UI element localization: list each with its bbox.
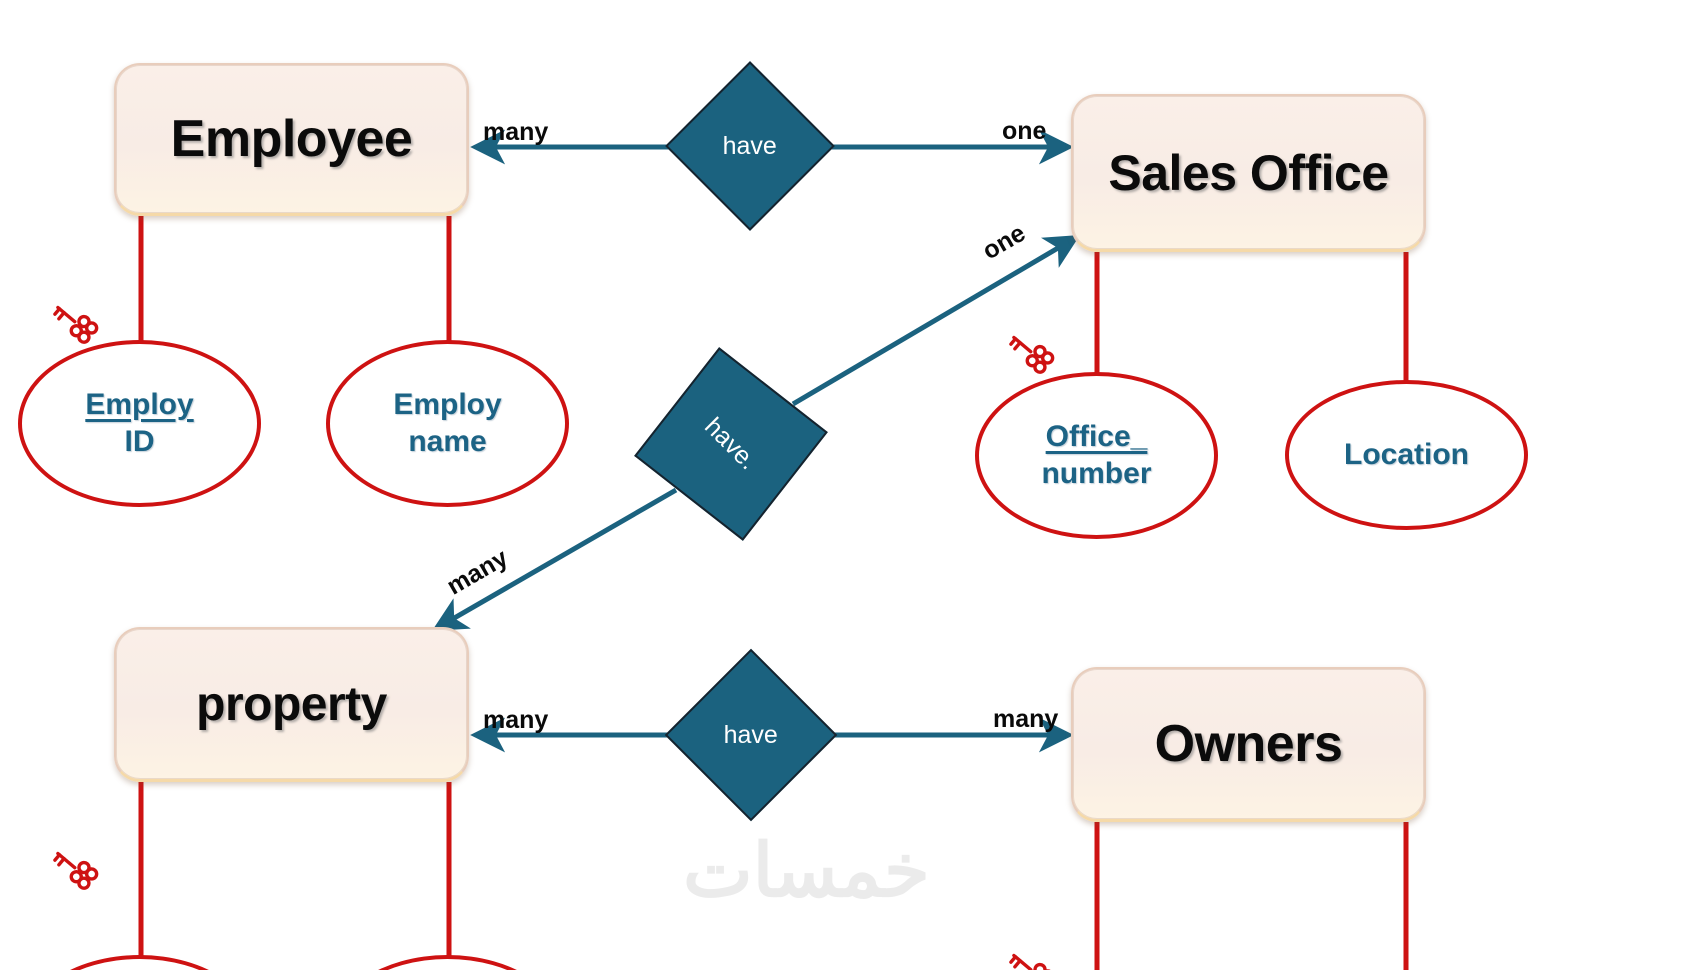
key-icon — [1009, 335, 1055, 374]
attribute-employ-id[interactable]: Employ ID — [18, 340, 261, 507]
entity-property[interactable]: property — [114, 627, 469, 782]
attribute-employ-name-line2: name — [408, 424, 487, 458]
relationship-have-property-owners[interactable]: have — [664, 648, 838, 822]
attribute-employ-id-line1: Employ — [85, 387, 194, 421]
attribute-office-number[interactable]: Office_ number — [975, 372, 1218, 539]
relationship-have-employee-sales-office[interactable]: have — [665, 61, 835, 231]
attribute-location[interactable]: Location — [1285, 380, 1528, 530]
attribute-office-number-line2: number — [1041, 456, 1152, 490]
entity-owners[interactable]: Owners — [1071, 667, 1426, 822]
attribute-office-number-line1: Office_ — [1045, 419, 1148, 453]
relationship-have-label: have — [722, 131, 778, 160]
key-icon — [53, 305, 99, 344]
entity-property-label: property — [196, 677, 387, 731]
cardinality-employee-many: many — [483, 118, 549, 146]
cardinality-property-many-diagonal: many — [442, 543, 513, 601]
attribute-property-attr[interactable] — [326, 955, 569, 970]
cardinality-property-many: many — [483, 706, 549, 734]
entity-owners-label: Owners — [1154, 715, 1343, 773]
cardinality-sales-office-one-diagonal: one — [977, 218, 1031, 266]
attribute-property-pk[interactable] — [18, 955, 261, 970]
attribute-employ-id-line2: ID — [124, 424, 155, 458]
entity-employee[interactable]: Employee — [114, 63, 469, 216]
cardinality-owners-many: many — [993, 705, 1059, 733]
entity-employee-label: Employee — [170, 110, 413, 168]
cardinality-sales-office-one: one — [1002, 117, 1047, 145]
attribute-location-line1: Location — [1344, 437, 1469, 471]
relationship-have-bottom-label: have — [723, 720, 779, 749]
relationship-have-property-sales-office[interactable]: have. — [634, 347, 828, 541]
watermark: خمسات — [683, 829, 930, 912]
attribute-employ-name-line1: Employ — [393, 387, 502, 421]
key-icon — [53, 851, 99, 890]
entity-sales-office[interactable]: Sales Office — [1071, 94, 1426, 252]
attribute-employ-name[interactable]: Employ name — [326, 340, 569, 507]
entity-sales-office-label: Sales Office — [1108, 144, 1389, 201]
key-icon — [1009, 953, 1055, 970]
relationship-have-diag-label: have. — [699, 412, 763, 476]
